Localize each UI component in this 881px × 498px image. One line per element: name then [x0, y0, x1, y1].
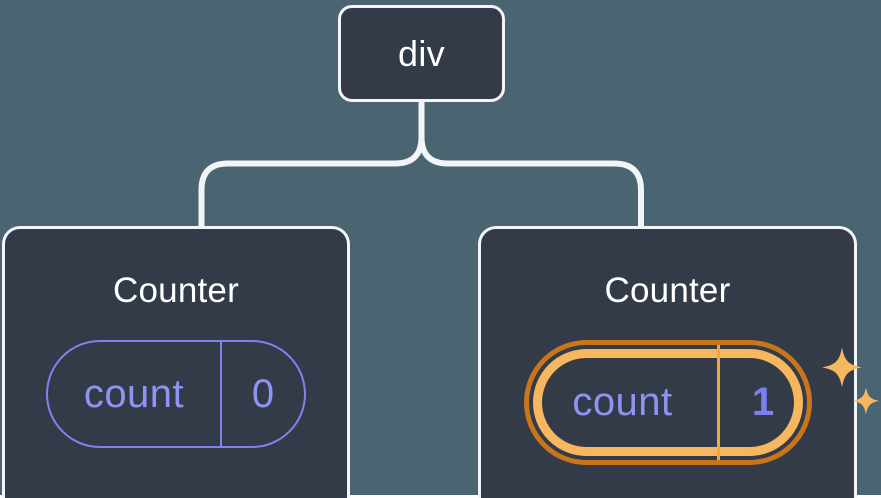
sparkle-large-icon: [822, 347, 862, 387]
state-pill-highlighted[interactable]: count 1: [524, 340, 812, 465]
node-root-div[interactable]: div: [338, 5, 505, 102]
connector-root-to-left-child: [202, 137, 422, 228]
state-key: count: [529, 345, 717, 460]
node-root-label: div: [398, 36, 445, 72]
state-value: 1: [717, 345, 807, 460]
state-value: 0: [220, 342, 304, 446]
node-counter-right[interactable]: Counter count 1: [478, 226, 857, 498]
node-counter-left[interactable]: Counter count 0: [2, 226, 350, 498]
state-pill[interactable]: count 0: [46, 340, 306, 448]
state-pill-wrapper-highlighted: count 1: [524, 340, 812, 465]
state-pill-wrapper: count 0: [46, 340, 306, 448]
state-key: count: [48, 342, 220, 446]
node-title: Counter: [113, 273, 239, 308]
node-title: Counter: [605, 273, 731, 308]
connector-root-to-children: [422, 102, 642, 228]
